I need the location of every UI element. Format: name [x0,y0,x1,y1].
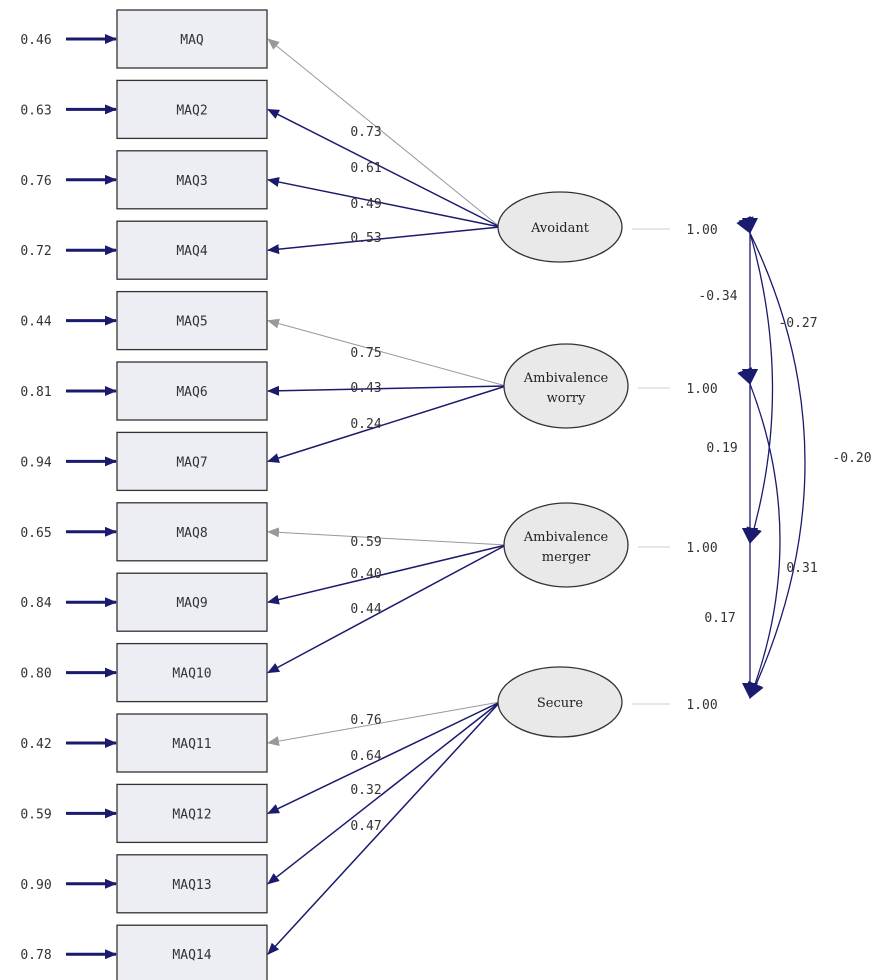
error-variance-label: 0.76 [20,174,51,189]
indicator-box [116,9,268,69]
loading-arrow [267,544,507,674]
error-variance-label: 0.94 [20,455,51,470]
loading-label: 0.47 [350,819,381,834]
loading-label: 0.75 [350,346,381,361]
correlation-curve [737,367,781,699]
factor-label: Ambivalence [523,371,609,386]
loading-arrow [267,177,501,228]
indicator-label: MAQ5 [176,315,207,330]
factor-ellipse [503,343,629,429]
correlation-label: -0.27 [778,316,817,331]
error-variance-label: 0.81 [20,385,51,400]
indicator-label: MAQ7 [176,455,207,470]
indicator-label: MAQ4 [176,244,207,259]
loading-arrow [267,318,507,387]
indicator-label: MAQ [180,33,204,48]
error-variance-label: 0.72 [20,244,51,259]
indicator-label: MAQ11 [172,737,211,752]
factor-variance-label: 1.00 [686,541,717,556]
factor-label: worry [547,391,586,406]
error-variance-label: 0.80 [20,667,51,682]
loading-label: 0.53 [350,231,381,246]
indicator-box [116,713,268,773]
loading-arrow [267,544,507,605]
loading-arrow [267,108,501,228]
correlation-curve [738,216,774,544]
loading-label: 0.44 [350,602,381,617]
loading-arrow [267,385,507,463]
indicator-box [116,783,268,844]
loading-arrow [267,226,501,255]
indicator-label: MAQ10 [172,667,211,682]
loading-label: 0.49 [350,197,381,212]
loading-label: 0.40 [350,567,381,582]
factor-variance-label: 1.00 [686,223,717,238]
loading-label: 0.32 [350,783,381,798]
indicator-label: MAQ2 [176,103,207,118]
loading-arrow [267,527,507,546]
indicator-label: MAQ13 [172,878,211,893]
indicator-box [116,79,268,140]
factor-variance-label: 1.00 [686,382,717,397]
loading-label: 0.76 [350,713,381,728]
error-variance-label: 0.90 [20,878,51,893]
error-variance-label: 0.63 [20,103,51,118]
correlation-label: -0.20 [832,451,871,466]
factor-ellipse [503,502,629,588]
loading-arrow [267,701,501,955]
indicator-box [116,854,268,914]
correlation-label: 0.19 [706,441,737,456]
indicator-box [116,290,268,351]
loading-label: 0.73 [350,125,381,140]
indicator-label: MAQ6 [176,385,207,400]
error-variance-label: 0.84 [20,596,51,611]
indicator-box [116,150,268,210]
indicator-box [116,361,268,421]
loading-arrow [267,38,501,228]
error-variance-label: 0.46 [20,33,51,48]
correlation-label: -0.34 [698,289,737,304]
loading-label: 0.24 [350,417,381,432]
indicator-label: MAQ9 [176,596,207,611]
factor-label: Avoidant [530,221,590,236]
factor-label: merger [542,550,591,565]
indicator-box [116,642,268,703]
indicator-label: MAQ12 [172,807,211,822]
error-variance-label: 0.78 [20,948,51,963]
loading-label: 0.59 [350,535,381,550]
indicator-box [116,502,268,562]
indicator-label: MAQ14 [172,948,211,963]
indicator-box [116,431,268,492]
loading-label: 0.61 [350,161,381,176]
factor-ellipse [497,191,623,263]
factor-label: Ambivalence [523,530,609,545]
factor-variance-label: 1.00 [686,698,717,713]
indicator-label: MAQ3 [176,174,207,189]
loading-arrow [267,701,501,815]
factor-label: Secure [537,696,583,711]
indicator-box [116,220,268,280]
correlation-curve [736,216,806,699]
factor-ellipse [497,666,623,738]
loading-arrow [267,385,507,396]
error-variance-label: 0.65 [20,526,51,541]
error-variance-label: 0.42 [20,737,51,752]
loading-arrow [267,701,501,885]
correlation-label: 0.31 [786,561,817,576]
indicator-label: MAQ8 [176,526,207,541]
loading-arrow [267,701,501,747]
loading-label: 0.64 [350,749,381,764]
correlation-label: 0.17 [704,611,735,626]
error-variance-label: 0.59 [20,807,51,822]
loading-label: 0.43 [350,381,381,396]
indicator-box [116,924,268,980]
error-variance-label: 0.44 [20,315,51,330]
indicator-box [116,572,268,632]
